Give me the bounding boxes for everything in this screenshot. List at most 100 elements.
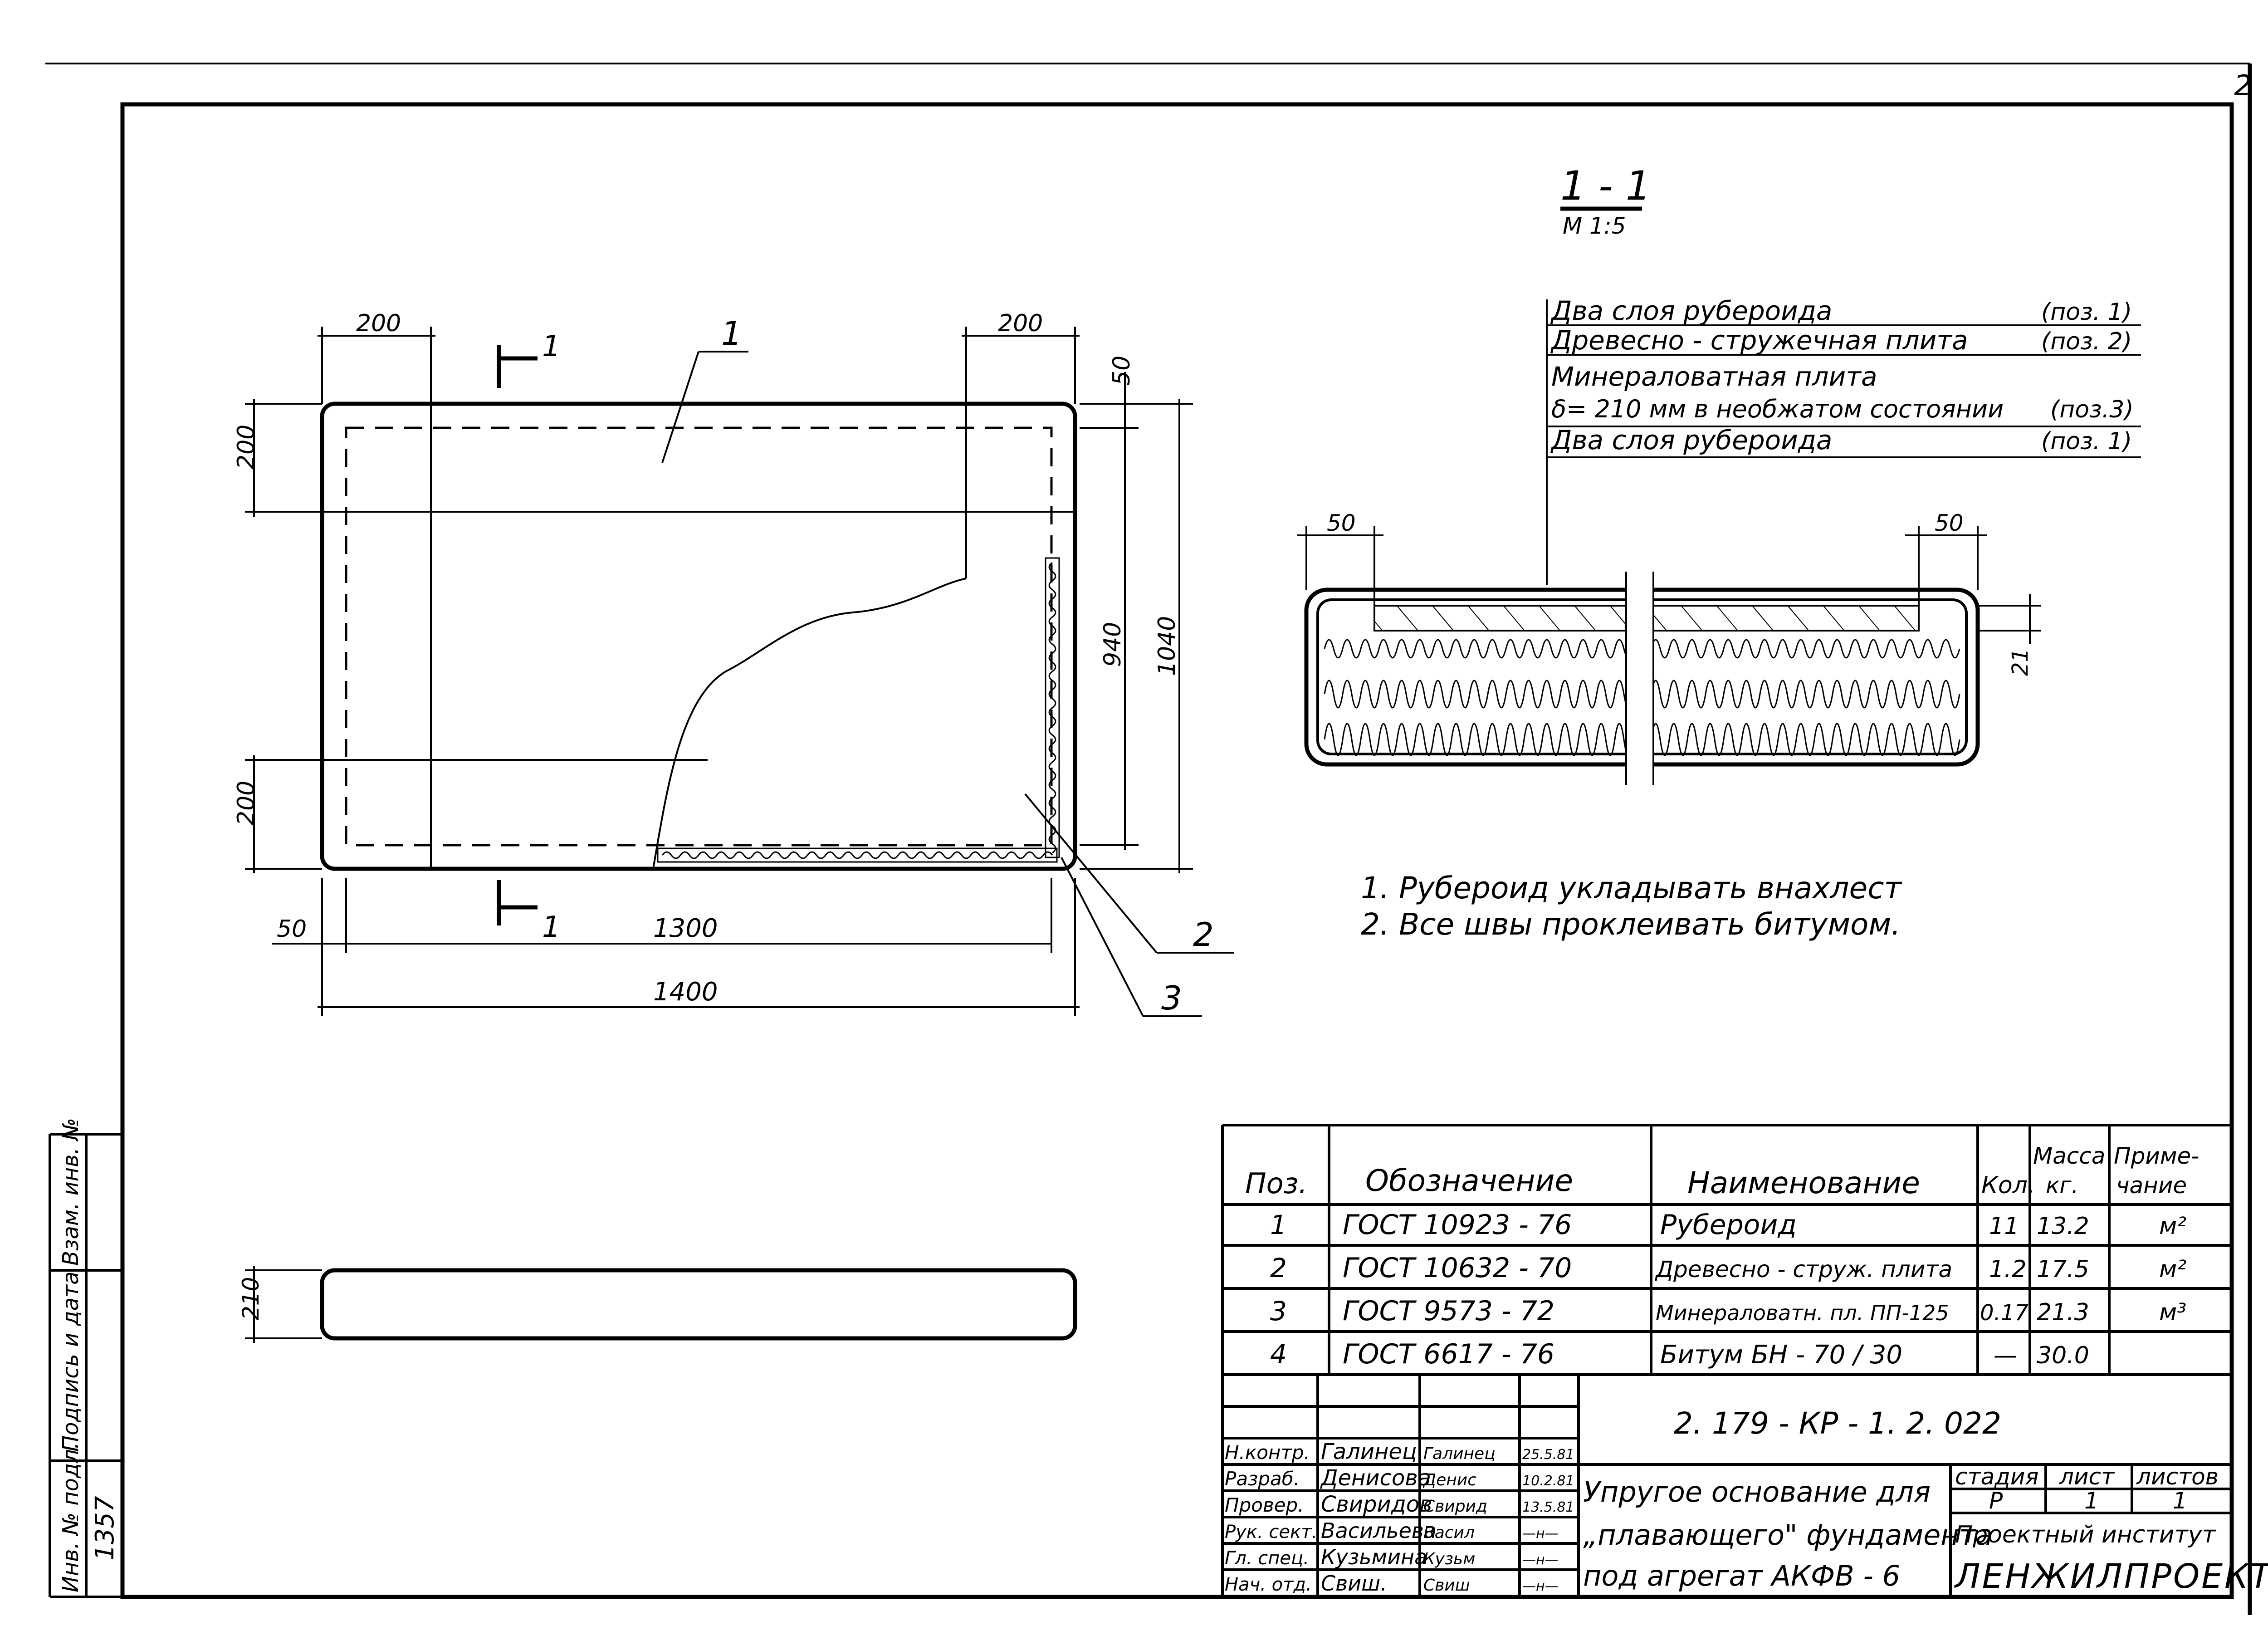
dim-top-left: 200 — [356, 310, 401, 337]
svg-text:Свиридов: Свиридов — [1321, 1492, 1432, 1517]
spec-header-mass-2: кг. — [2046, 1172, 2078, 1199]
layer-1-text: Два слоя рубероида — [1550, 295, 1832, 326]
section-scale: М 1:5 — [1563, 213, 1626, 239]
staff-row: Н.контр. Галинец Галинец 25.5.81 — [1225, 1439, 1574, 1464]
svg-text:м²: м² — [2159, 1213, 2186, 1240]
svg-text:Кузьм: Кузьм — [1423, 1550, 1475, 1568]
dim-left-bottom: 200 — [233, 781, 260, 826]
svg-text:Нач. отд.: Нач. отд. — [1225, 1574, 1312, 1595]
stamp-replace-inv: Взам. инв. № — [58, 1118, 83, 1266]
section-1-1: 1 - 1 М 1:5 Два слоя рубероида (поз. 1) … — [1297, 162, 2141, 785]
layer-2-pos: (поз. 2) — [2041, 328, 2132, 355]
spec-table: Поз. Обозначение Наименование Кол. Масса… — [1221, 1124, 2232, 1376]
stamp-inv-number: Инв. № подл. — [58, 1442, 83, 1592]
svg-text:м²: м² — [2159, 1256, 2186, 1283]
svg-text:Денисова: Денисова — [1320, 1465, 1431, 1491]
title-line-1: Упругое основание для — [1583, 1475, 1931, 1508]
spec-header-mass-1: Масса — [2033, 1143, 2105, 1169]
spec-header-designation: Обозначение — [1365, 1163, 1573, 1198]
section-dim-thickness: 21 — [2008, 648, 2033, 676]
svg-text:—н—: —н— — [1522, 1526, 1559, 1542]
svg-text:3: 3 — [1270, 1296, 1287, 1327]
svg-text:4: 4 — [1270, 1339, 1287, 1370]
svg-text:0.17: 0.17 — [1980, 1300, 2028, 1326]
svg-text:Галинец: Галинец — [1423, 1444, 1496, 1463]
svg-text:Древесно - струж. плита: Древесно - струж. плита — [1655, 1256, 1952, 1283]
svg-text:Денис: Денис — [1422, 1471, 1476, 1489]
spec-header-qty: Кол. — [1981, 1172, 2035, 1199]
dim-bottom-left: 50 — [277, 916, 307, 943]
layer-1-pos: (поз. 1) — [2041, 299, 2132, 326]
dim-left-top: 200 — [233, 425, 260, 470]
layer-4-pos: (поз.3) — [2050, 396, 2134, 423]
stamp-sign-date: Подпись и дата — [58, 1271, 83, 1452]
dim-right-outer: 1040 — [1154, 616, 1181, 676]
svg-text:Кузьмина: Кузьмина — [1321, 1545, 1427, 1569]
svg-text:Свирид: Свирид — [1423, 1497, 1487, 1516]
cut-label-top: 1 — [542, 330, 561, 363]
org-logo-text: ЛЕНЖИЛПРОЕКТ — [1954, 1557, 2268, 1596]
svg-text:11: 11 — [1989, 1213, 2019, 1240]
table-row: 2 ГОСТ 10632 - 70 Древесно - струж. плит… — [1270, 1252, 2186, 1284]
title-block: 2. 179 - КР - 1. 2. 022 Упругое основани… — [1221, 1375, 2268, 1597]
spec-header-name: Наименование — [1687, 1165, 1920, 1200]
sheet-header: лист — [2059, 1464, 2115, 1490]
stamp-column: Инв. № подл. Подпись и дата Взам. инв. №… — [49, 1118, 122, 1598]
dim-bottom-inner: 1300 — [653, 914, 718, 943]
insulation-band-bottom — [657, 557, 1060, 863]
note-1: 1. Рубероид укладывать внахлест — [1361, 871, 1902, 906]
svg-text:м³: м³ — [2159, 1299, 2186, 1326]
table-row: 4 ГОСТ 6617 - 76 Битум БН - 70 / 30 — 30… — [1270, 1338, 2089, 1370]
svg-text:1: 1 — [1270, 1209, 1287, 1240]
svg-text:Рук. сект.: Рук. сект. — [1225, 1522, 1317, 1542]
svg-text:Н.контр.: Н.контр. — [1225, 1441, 1310, 1464]
svg-text:Рубероид: Рубероид — [1660, 1209, 1797, 1241]
staff-row: Провер. Свиридов Свирид 13.5.81 — [1225, 1492, 1574, 1517]
staff-row: Рук. сект. Васильева Васил —н— — [1225, 1518, 1559, 1543]
layer-5-pos: (поз. 1) — [2041, 428, 2132, 455]
drawing-frame — [120, 102, 2234, 1599]
break-line — [652, 578, 967, 869]
dim-right-inner: 940 — [1099, 622, 1126, 667]
staff-row: Разраб. Денисова Денис 10.2.81 — [1225, 1465, 1574, 1491]
sheets-value: 1 — [2173, 1488, 2187, 1514]
org-name: Проектный институт — [1955, 1521, 2217, 1548]
svg-text:13.2: 13.2 — [2037, 1213, 2089, 1240]
svg-text:17.5: 17.5 — [2037, 1256, 2089, 1283]
callout-2: 2 — [1193, 916, 1214, 954]
elevation-view: 210 — [238, 1266, 1077, 1343]
section-dim-left: 50 — [1327, 510, 1356, 536]
spec-header-pos: Поз. — [1245, 1167, 1307, 1200]
callout-3: 3 — [1161, 979, 1182, 1017]
svg-text:21.3: 21.3 — [2037, 1299, 2089, 1326]
cut-mark-bottom — [497, 880, 538, 925]
svg-text:Свиш.: Свиш. — [1321, 1571, 1387, 1596]
svg-text:—: — — [1994, 1342, 2017, 1369]
spec-header-note-2: чание — [2116, 1172, 2187, 1199]
svg-text:30.0: 30.0 — [2037, 1342, 2089, 1369]
layer-legend: Два слоя рубероида (поз. 1) Древесно - с… — [1546, 295, 2141, 585]
svg-text:2: 2 — [1270, 1253, 1287, 1283]
svg-text:10.2.81: 10.2.81 — [1522, 1473, 1574, 1489]
drawing-code: 2. 179 - КР - 1. 2. 022 — [1674, 1406, 2001, 1441]
dim-right-top: 50 — [1108, 356, 1135, 386]
sheet-number: 2 — [2234, 69, 2252, 102]
callout-1: 1 — [721, 314, 742, 353]
note-2: 2. Все швы проклеивать битумом. — [1361, 907, 1901, 942]
dim-elevation-height: 210 — [238, 1277, 264, 1320]
dim-bottom-total: 1400 — [653, 977, 718, 1007]
title-line-3: под агрегат АКФВ - 6 — [1583, 1559, 1900, 1592]
elevation-outline — [320, 1268, 1077, 1341]
plan-inner-dashed — [345, 426, 1053, 847]
staff-row: Нач. отд. Свиш. Свиш —н— — [1225, 1571, 1559, 1596]
staff-row: Гл. спец. Кузьмина Кузьм —н— — [1225, 1545, 1559, 1569]
table-row: 3 ГОСТ 9573 - 72 Минераловатн. пл. ПП-12… — [1270, 1295, 2186, 1327]
inventory-number: 1357 — [90, 1496, 120, 1561]
dim-top-right: 200 — [998, 310, 1043, 337]
stage-header: стадия — [1955, 1464, 2038, 1490]
section-break-gap — [1626, 576, 1653, 780]
plan-view: 200 200 200 200 50 940 1040 50 1300 1400… — [233, 310, 1234, 1017]
svg-text:1.2: 1.2 — [1989, 1256, 2027, 1283]
spec-header-note-1: Приме- — [2114, 1143, 2199, 1169]
